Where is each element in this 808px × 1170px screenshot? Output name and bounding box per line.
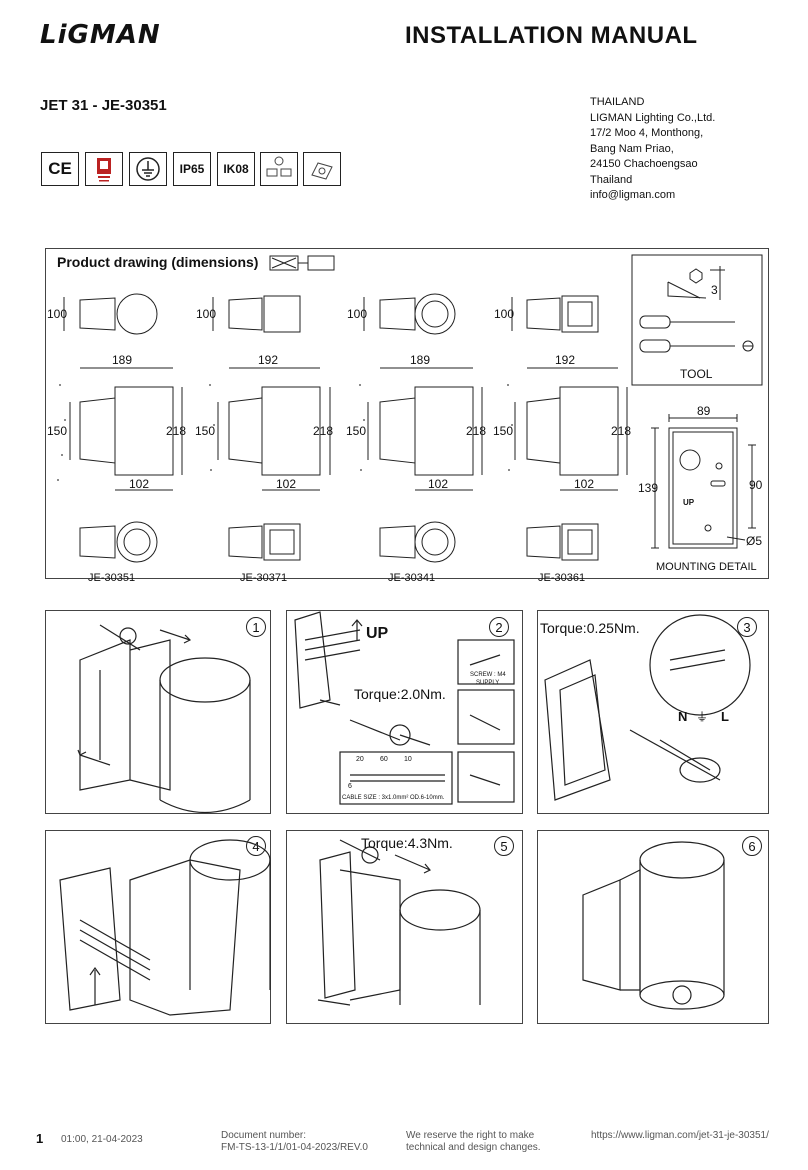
step3-live-label: L xyxy=(721,709,729,724)
page-number: 1 xyxy=(36,1131,44,1146)
step3-neutral-label: N xyxy=(678,709,688,724)
step-panel-5 xyxy=(286,830,523,1024)
address-line: THAILAND xyxy=(590,96,645,108)
address-line: 24150 Chachoengsao xyxy=(590,158,698,170)
dim-width: 189 xyxy=(112,353,133,367)
footer-document-number: Document number: FM-TS-13-1/1/01-04-2023… xyxy=(221,1130,368,1154)
dim-height-right: 218 xyxy=(166,424,187,438)
address-line: 17/2 Moo 4, Monthong, xyxy=(590,127,704,139)
ik-rating-icon: IK08 xyxy=(217,152,255,186)
disclaimer-line: We reserve the right to make xyxy=(406,1130,535,1141)
step2-strip-length: 60 xyxy=(380,756,388,763)
footer-url-link[interactable]: https://www.ligman.com/jet-31-je-30351/ xyxy=(591,1130,769,1141)
step-panel-1 xyxy=(45,610,271,814)
mounting-width: 89 xyxy=(697,404,711,418)
step-panel-3 xyxy=(537,610,769,814)
ground-symbol-icon xyxy=(129,152,167,186)
dim-top: 100 xyxy=(196,307,217,321)
model-label: JE-30341 xyxy=(388,572,436,584)
dim-bottom-width: 102 xyxy=(428,477,449,491)
dim-top: 100 xyxy=(494,307,515,321)
dim-height-right: 218 xyxy=(313,424,334,438)
address-line: LIGMAN Lighting Co.,Ltd. xyxy=(590,111,716,124)
dim-height-right: 218 xyxy=(466,424,487,438)
dim-height-left: 150 xyxy=(346,424,367,438)
step5-torque: Torque:4.3Nm. xyxy=(361,835,453,851)
address-line: Thailand xyxy=(590,173,633,186)
dim-width: 189 xyxy=(410,353,431,367)
step-number: 4 xyxy=(246,836,266,856)
doc-number-label: Document number: xyxy=(221,1130,307,1141)
footer-disclaimer: We reserve the right to make technical a… xyxy=(406,1130,541,1154)
step2-strip-length: 6 xyxy=(348,783,352,790)
dim-top: 100 xyxy=(347,307,368,321)
wall-mount-icon xyxy=(303,152,341,186)
ce-mark-icon: CE xyxy=(41,152,79,186)
step-number: 3 xyxy=(737,617,757,637)
temperature-icon xyxy=(260,152,298,186)
ground-symbol-icon: ⏚ xyxy=(696,710,709,724)
mounting-up-label: UP xyxy=(683,498,695,507)
doc-number-value: FM-TS-13-1/1/01-04-2023/REV.0 xyxy=(221,1142,368,1153)
product-drawing-panel xyxy=(45,248,769,579)
tool-label: TOOL xyxy=(680,367,713,381)
dim-bottom-width: 102 xyxy=(574,477,595,491)
step-panel-6 xyxy=(537,830,769,1024)
step3-torque: Torque:0.25Nm. xyxy=(540,620,640,636)
step-number: 5 xyxy=(494,836,514,856)
mounting-hole-size: Ø5 xyxy=(746,534,763,548)
step2-strip-length: 10 xyxy=(404,756,412,763)
product-drawing-title: Product drawing (dimensions) xyxy=(57,254,259,270)
dim-width: 192 xyxy=(555,353,576,367)
quality-mark-icon xyxy=(85,152,123,186)
step-number: 6 xyxy=(742,836,762,856)
step2-up-label: UP xyxy=(366,625,389,642)
model-label: JE-30361 xyxy=(538,572,586,584)
mounting-height: 139 xyxy=(638,481,659,495)
step2-supply-label: SUPPLY xyxy=(476,680,500,686)
dim-height-left: 150 xyxy=(493,424,514,438)
company-address: THAILAND LIGMAN Lighting Co.,Ltd. 17/2 M… xyxy=(590,95,715,204)
step-number: 1 xyxy=(246,617,266,637)
step-panel-2 xyxy=(286,610,523,814)
dim-height-left: 150 xyxy=(47,424,68,438)
step2-strip-length: 20 xyxy=(356,756,364,763)
address-email: info@ligman.com xyxy=(590,189,676,201)
model-label: JE-30371 xyxy=(240,572,288,584)
dim-height-left: 150 xyxy=(195,424,216,438)
brand-logo: LiGMAN xyxy=(40,20,161,50)
page-title: INSTALLATION MANUAL xyxy=(405,22,698,49)
step2-screw-label: SCREW : M4 xyxy=(470,672,506,678)
model-label: JE-30351 xyxy=(88,572,136,584)
step-number: 2 xyxy=(489,617,509,637)
mounting-detail-label: MOUNTING DETAIL xyxy=(656,561,757,573)
dim-height-right: 218 xyxy=(611,424,632,438)
mounting-hole-spacing: 90 xyxy=(749,478,763,492)
product-model: JET 31 - JE-30351 xyxy=(40,97,167,114)
ip-rating-icon: IP65 xyxy=(173,152,211,186)
dim-bottom-width: 102 xyxy=(129,477,150,491)
tool-dimension: 3 xyxy=(711,283,718,297)
footer-timestamp: 01:00, 21-04-2023 xyxy=(61,1134,143,1145)
dim-width: 192 xyxy=(258,353,279,367)
dim-top: 100 xyxy=(47,307,68,321)
step2-cable-size: CABLE SIZE : 3x1.0mm² OD.6-10mm. xyxy=(342,795,445,801)
disclaimer-line: technical and design changes. xyxy=(406,1142,541,1153)
dim-bottom-width: 102 xyxy=(276,477,297,491)
step2-torque: Torque:2.0Nm. xyxy=(354,686,446,702)
address-line: Bang Nam Priao, xyxy=(590,142,674,155)
